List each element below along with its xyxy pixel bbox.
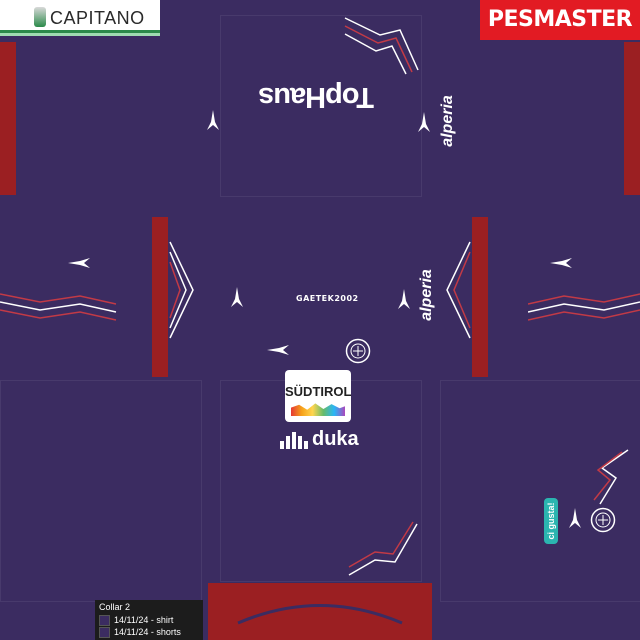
front-sponsor-text: TopHaus xyxy=(259,81,374,113)
kit-signature: GAETEK2002 xyxy=(296,294,359,303)
right-sleeve-cuff xyxy=(472,217,488,377)
left-sleeve-cuff xyxy=(152,217,168,377)
duka-bars-icon xyxy=(280,432,308,449)
right-edge-trim xyxy=(624,42,640,195)
chevron-pattern-icon xyxy=(446,241,471,339)
mizuno-logo-icon xyxy=(267,345,289,355)
collar-trim xyxy=(208,583,432,640)
collar-legend: Collar 2 14/11/24 - shirt 14/11/24 - sho… xyxy=(95,600,203,640)
mizuno-logo-icon xyxy=(207,110,219,130)
club-crest-icon xyxy=(590,507,616,533)
mizuno-logo-icon xyxy=(68,258,90,268)
mizuno-logo-icon xyxy=(418,112,430,132)
left-edge-trim xyxy=(0,42,16,195)
sleeve-sponsor-left: alperia xyxy=(417,269,435,321)
serie-a-logo-icon xyxy=(34,7,46,27)
legend-title: Collar 2 xyxy=(99,602,131,612)
legend-item: 14/11/24 - shorts xyxy=(99,626,181,638)
chevron-pattern-icon xyxy=(344,17,419,75)
shorts-sponsor-text: ci gusta! xyxy=(546,502,556,540)
legend-item-label: 14/11/24 - shirt xyxy=(114,615,174,625)
competition-badge: CAPITANO xyxy=(0,0,160,36)
mizuno-logo-icon xyxy=(398,289,410,309)
back-sponsor-bottom: duka xyxy=(280,428,360,454)
back-sponsor-top-text: SÜDTIROL xyxy=(285,384,352,399)
mizuno-logo-icon xyxy=(231,287,243,307)
back-sponsor-bottom-text: duka xyxy=(312,428,359,450)
mizuno-logo-icon xyxy=(550,258,572,268)
shirt-front-panel xyxy=(220,15,422,197)
mizuno-logo-icon xyxy=(569,508,581,528)
shorts-panel-left xyxy=(0,380,202,602)
chevron-pattern-icon xyxy=(0,293,117,321)
chevron-pattern-icon xyxy=(169,241,194,339)
badge-stripe xyxy=(0,33,160,36)
pesmaster-brand: PESMASTER xyxy=(480,0,640,40)
chevron-pattern-icon xyxy=(528,293,640,321)
chevron-pattern-icon xyxy=(593,449,629,505)
shorts-sponsor-badge: ci gusta! xyxy=(544,498,558,544)
sleeve-sponsor-right: alperia xyxy=(438,95,456,147)
mountain-logo-icon xyxy=(291,403,345,416)
legend-item-label: 14/11/24 - shorts xyxy=(114,627,181,637)
legend-item: 14/11/24 - shirt xyxy=(99,614,174,626)
legend-swatch xyxy=(99,614,110,626)
legend-swatch xyxy=(99,626,110,638)
collar-curve xyxy=(237,604,403,625)
back-sponsor-badge: SÜDTIROL xyxy=(285,370,351,422)
club-crest-icon xyxy=(345,338,371,364)
shorts-panel-right xyxy=(440,380,640,602)
chevron-pattern-icon xyxy=(348,521,418,576)
competition-badge-label: CAPITANO xyxy=(50,8,145,28)
